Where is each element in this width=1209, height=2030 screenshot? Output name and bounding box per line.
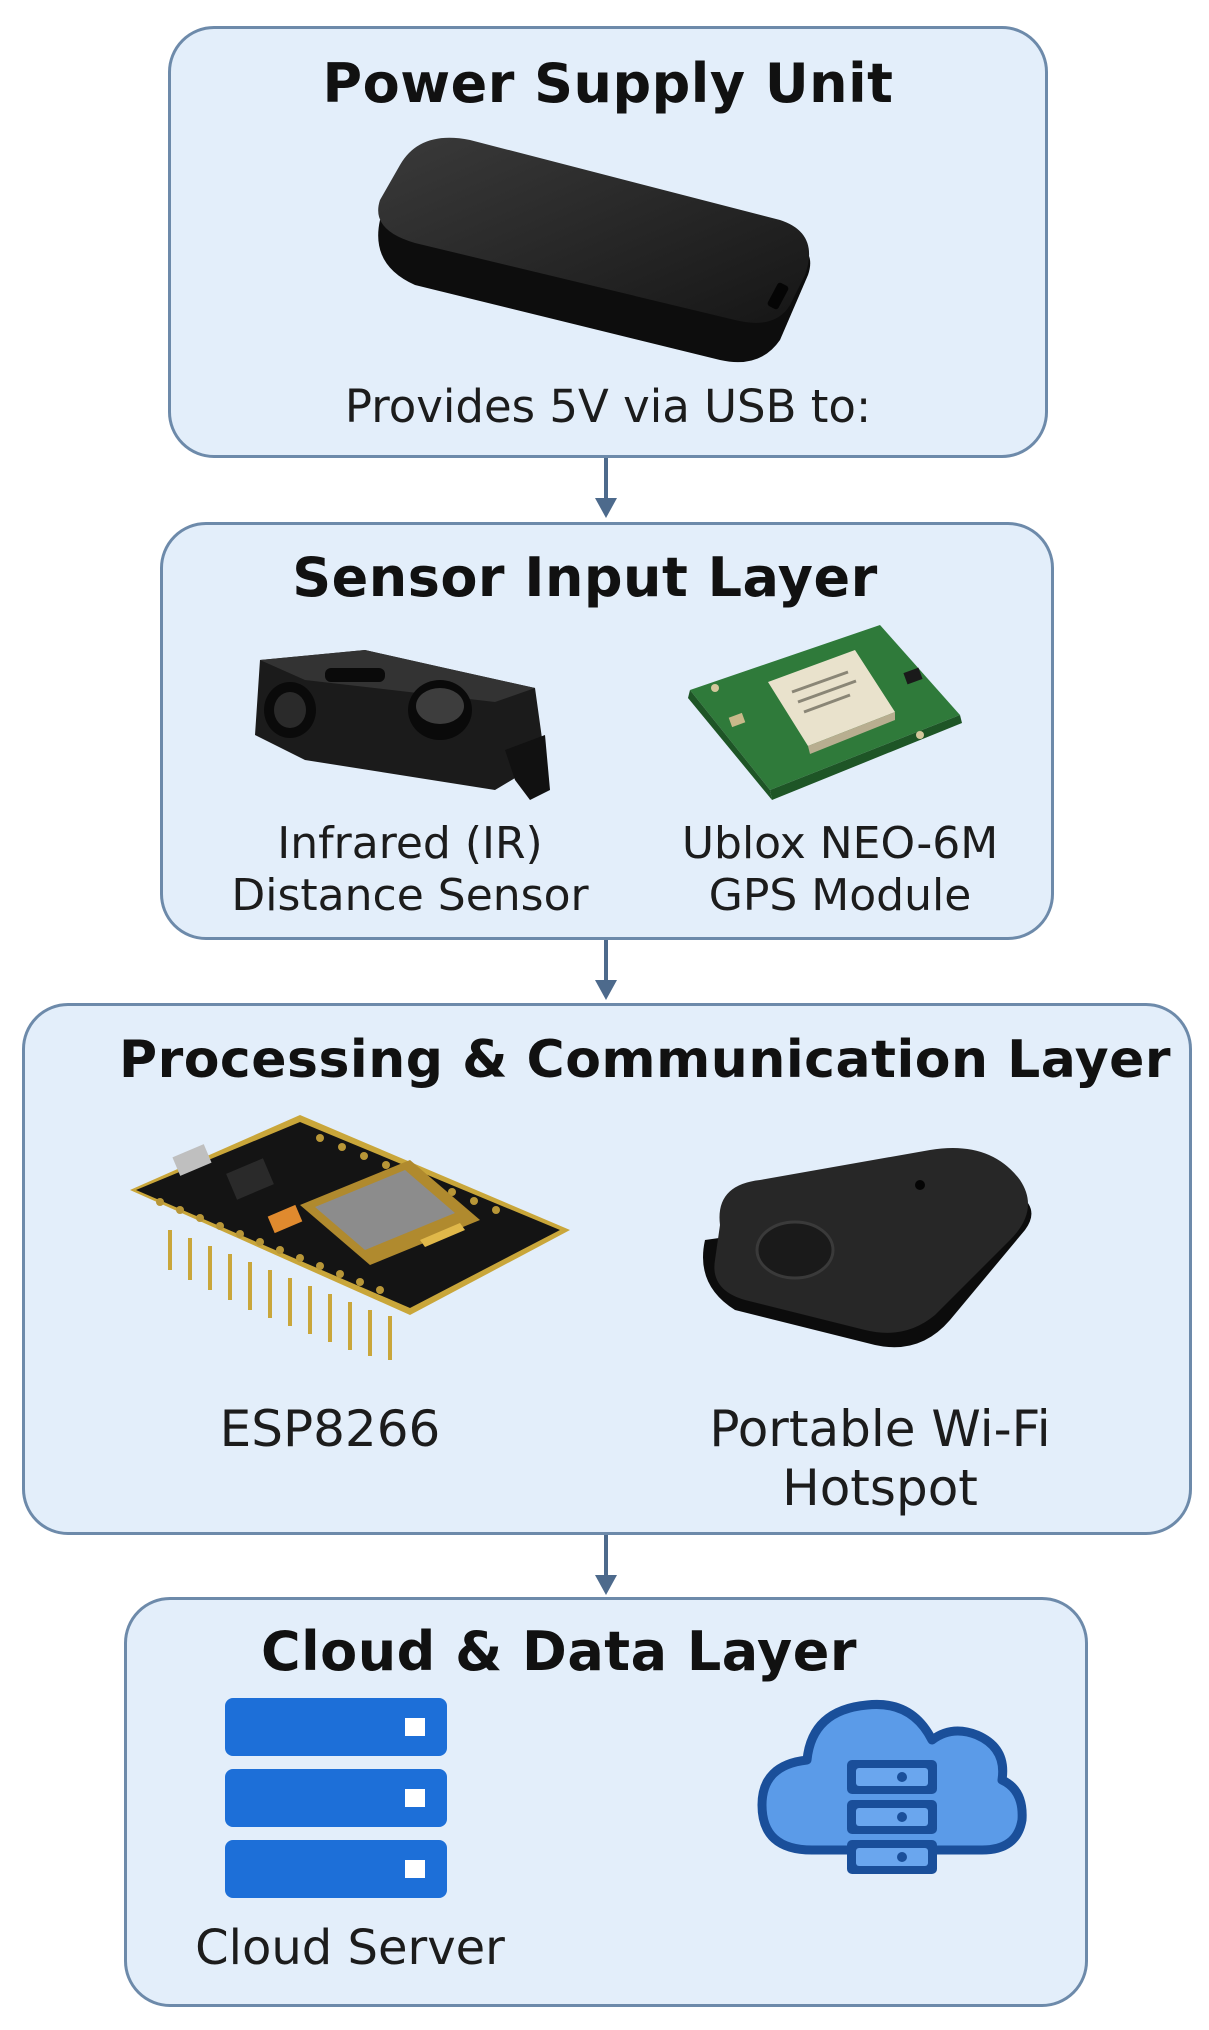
arrow-processing-to-cloud: [591, 1535, 621, 1597]
gps-module-label-line2: GPS Module: [708, 869, 972, 921]
power-bank-icon: [360, 125, 820, 365]
ir-sensor-label: Infrared (IR) Distance Sensor: [200, 818, 620, 922]
ir-sensor-label-line1: Infrared (IR): [277, 818, 543, 869]
esp8266-board-icon: [120, 1110, 580, 1365]
gps-module-label-line1: Ublox NEO-6M: [681, 818, 999, 869]
ir-sensor-icon: [245, 640, 565, 810]
wifi-hotspot-label-line1: Portable Wi-Fi: [709, 1400, 1051, 1458]
power-supply-caption: Provides 5V via USB to:: [344, 380, 872, 433]
ir-sensor-label-line2: Distance Sensor: [231, 869, 589, 921]
cloud-data-title: Cloud & Data Layer: [261, 1620, 857, 1683]
server-stack-icon: [225, 1698, 447, 1898]
gps-module-label: Ublox NEO-6M GPS Module: [630, 818, 1050, 922]
wifi-hotspot-icon: [690, 1140, 1050, 1350]
cloud-server-label: Cloud Server: [195, 1920, 505, 1976]
processing-communication-title: Processing & Communication Layer: [118, 1030, 1172, 1090]
arrow-sensor-to-processing: [591, 940, 621, 1002]
processing-communication-layer: [22, 1003, 1192, 1535]
esp8266-label: ESP8266: [219, 1400, 441, 1458]
sensor-input-title: Sensor Input Layer: [292, 546, 878, 609]
wifi-hotspot-label-line2: Hotspot: [782, 1459, 978, 1517]
arrow-power-to-sensor: [591, 458, 621, 520]
gps-module-icon: [680, 620, 970, 800]
power-supply-title: Power Supply Unit: [322, 52, 894, 115]
wifi-hotspot-label: Portable Wi-Fi Hotspot: [640, 1400, 1120, 1518]
cloud-database-icon: [752, 1680, 1032, 1890]
